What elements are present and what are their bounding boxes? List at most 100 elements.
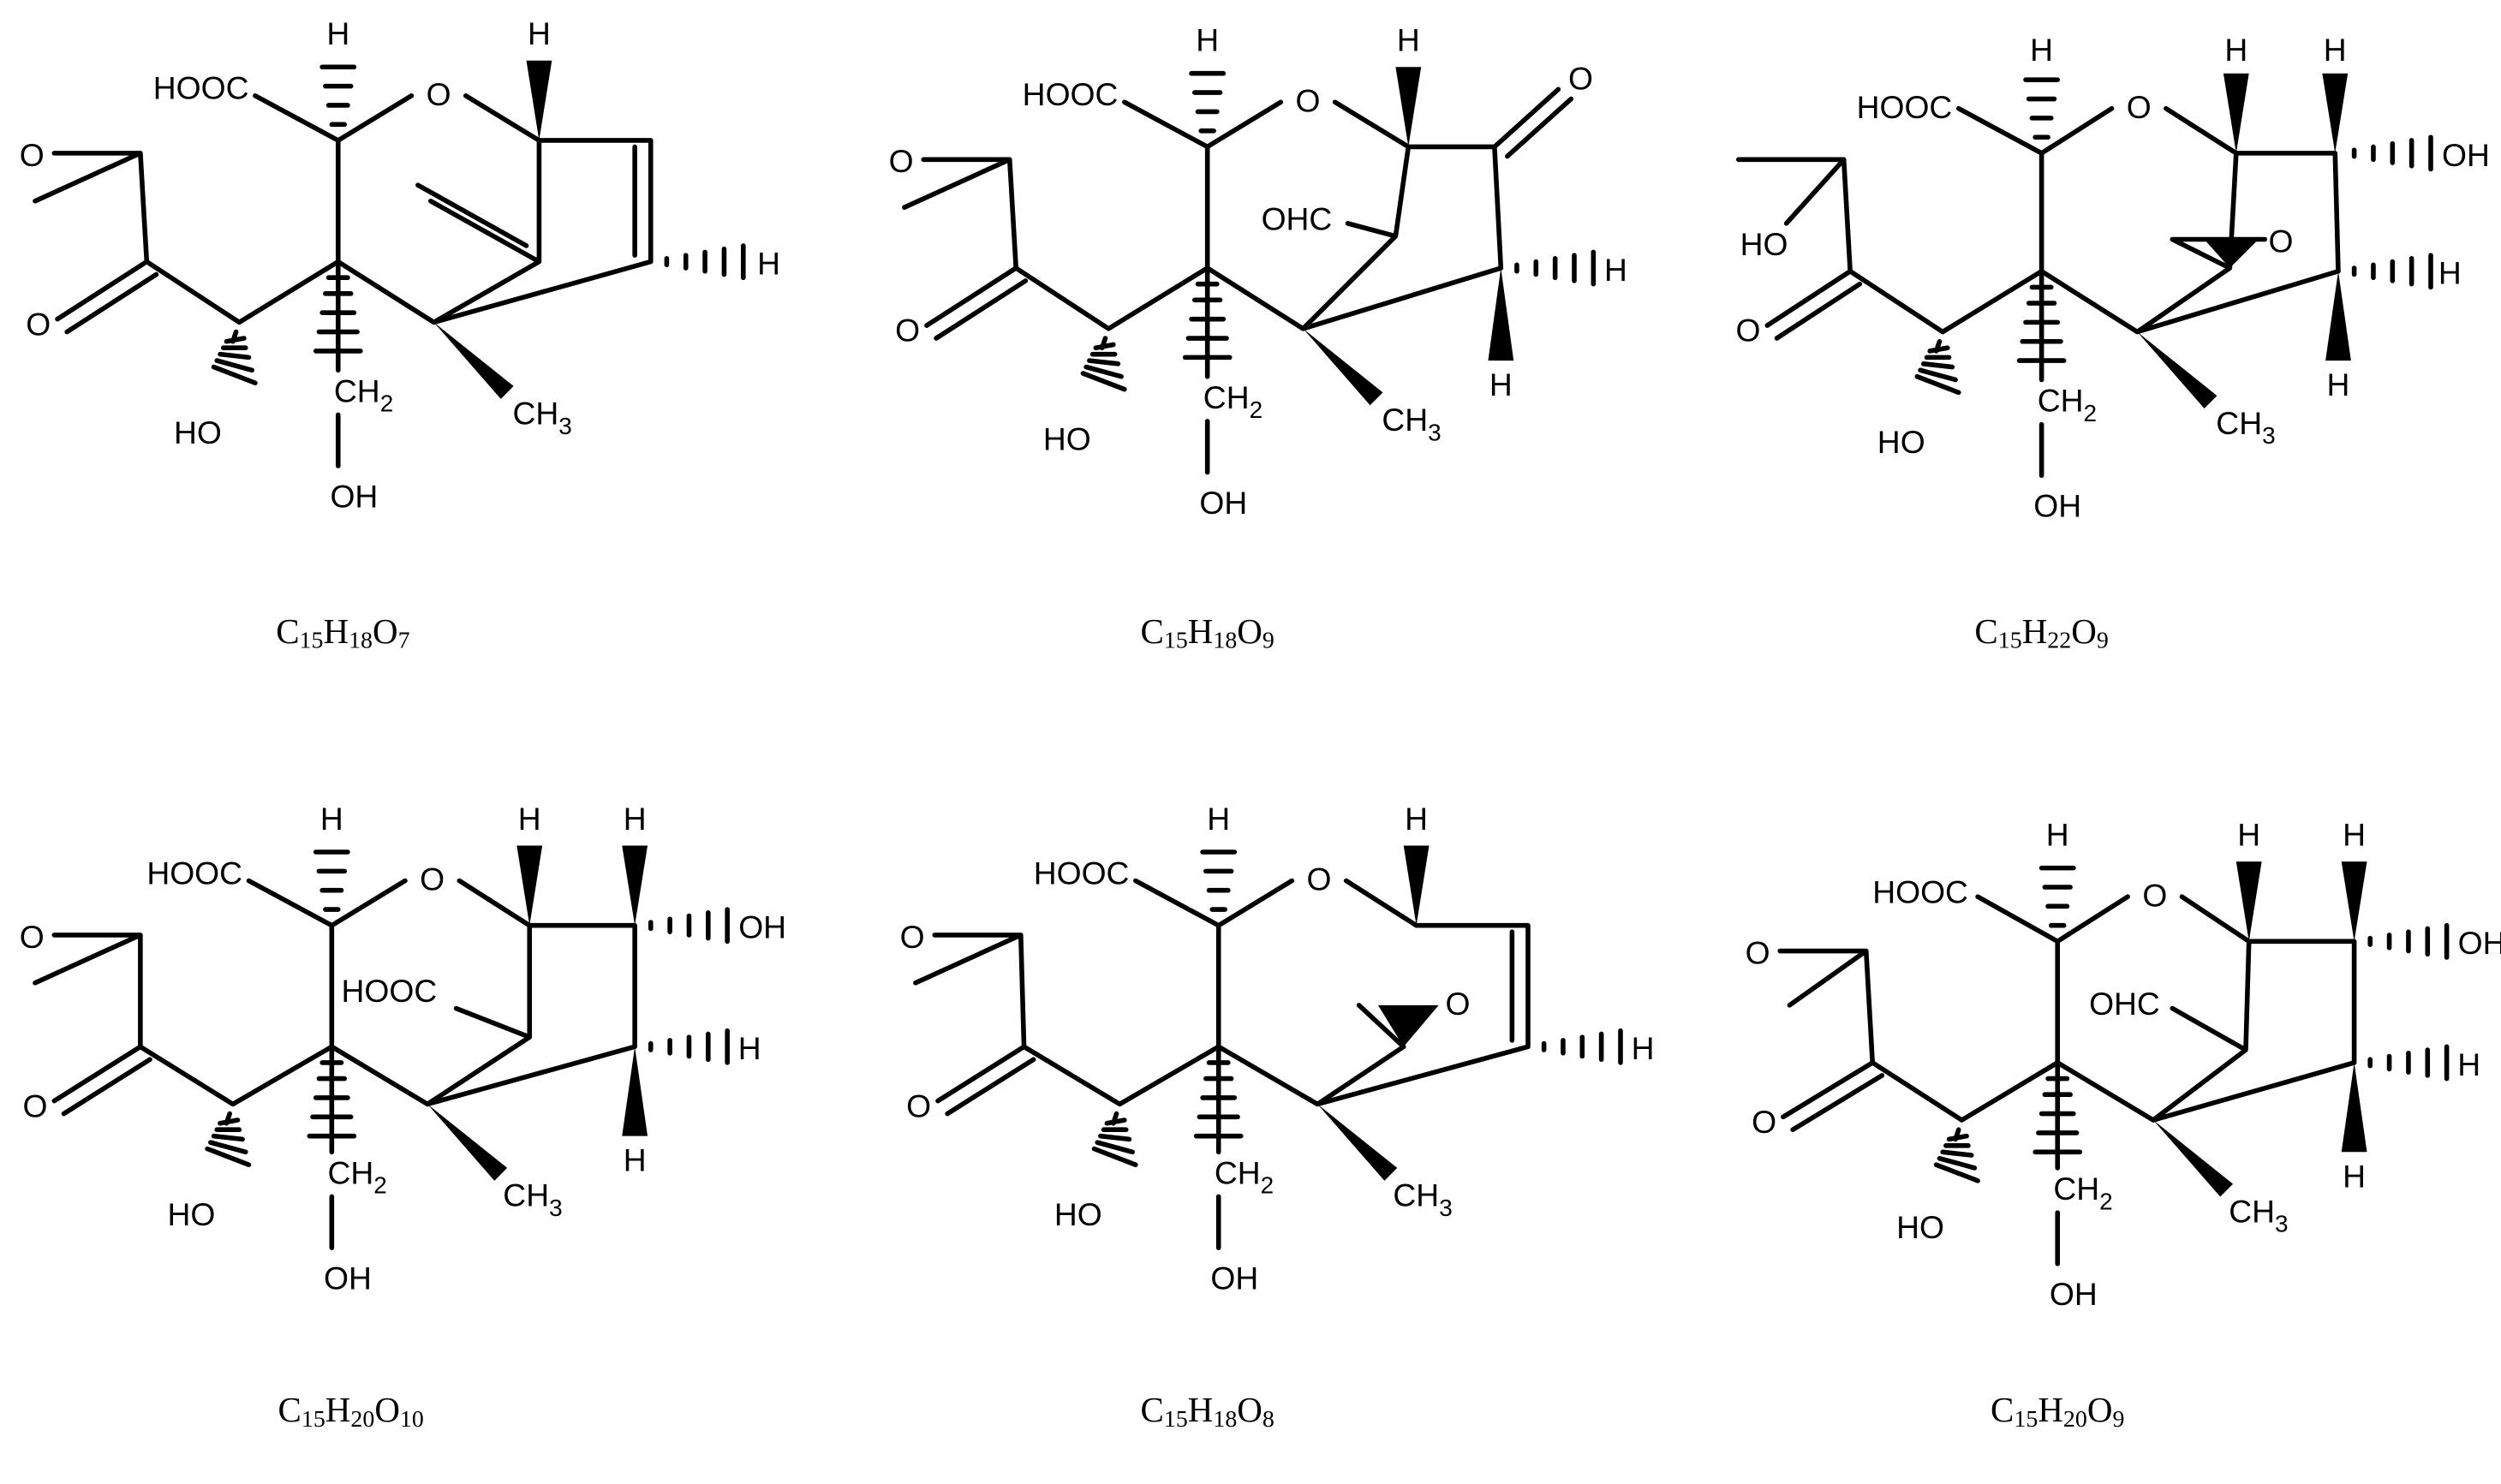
wedge-bond xyxy=(1403,845,1430,926)
hydroxyl-label: OH xyxy=(1210,1261,1258,1296)
hydrogen-label: H xyxy=(1405,801,1428,837)
oxygen-label: O xyxy=(1735,313,1760,349)
hydrogen-label: H xyxy=(2343,1158,2366,1194)
hydrogen-label: H xyxy=(2046,817,2069,853)
epoxide-oxygen-label: O xyxy=(2268,223,2293,259)
atom-labels: HOOC O H H H OH H H O O HOOC HO CH2 OH C… xyxy=(20,801,786,1296)
hydroxyl-label: OH xyxy=(2050,1276,2098,1312)
hydroxyl-label: OH xyxy=(738,909,786,945)
oxygen-label: O xyxy=(895,313,920,349)
bonds xyxy=(1736,77,2433,396)
hydroxyl-label: OH xyxy=(2458,925,2501,961)
methyl-label: CH3 xyxy=(512,396,571,439)
ring-oxygen-label: O xyxy=(1307,861,1332,897)
ring-oxygen-label: O xyxy=(2142,877,2167,913)
hydroxyl-label: OH xyxy=(324,1261,372,1296)
epoxide-oxygen-label: O xyxy=(1446,986,1471,1022)
structure-4: HOOC O H H H OH H H O O HOOC HO CH2 OH C… xyxy=(20,801,786,1296)
wedge-bond xyxy=(526,60,552,140)
acid-label: HOOC xyxy=(1023,76,1119,112)
acid-label: HOOC xyxy=(1857,89,1953,125)
hydrogen-label: H xyxy=(757,245,780,281)
hydroxyl-label: HO xyxy=(1054,1196,1102,1232)
hydrogen-label: H xyxy=(1489,367,1513,402)
wedge-bond xyxy=(1488,268,1514,361)
hydrogen-label: H xyxy=(2237,817,2260,853)
formula-caption-1: C15H18O7 xyxy=(276,611,410,654)
oxygen-label: O xyxy=(1752,1104,1776,1140)
methylene-label: CH2 xyxy=(334,373,393,417)
structure-2: HOOC O H H H H O O O OHC HO CH2 OH CH3 xyxy=(889,22,1627,521)
oxygen-label: O xyxy=(20,137,45,173)
methyl-label: CH3 xyxy=(2216,405,2275,449)
atom-labels: HOOC O H H H OH H H HO O O HO CH2 OH CH3 xyxy=(1735,32,2489,524)
hydrogen-label: H xyxy=(2324,32,2347,68)
hydrogen-label: H xyxy=(2224,32,2247,68)
methylene-label: CH2 xyxy=(1203,379,1262,423)
methyl-label: CH3 xyxy=(2229,1193,2288,1237)
atom-labels: HOOC O H H H O O HO CH2 OH CH3 xyxy=(20,15,780,514)
wedge-bond xyxy=(2235,861,2262,942)
oxygen-label: O xyxy=(22,1088,47,1123)
hydrogen-label: H xyxy=(1632,1030,1655,1066)
hydroxyl-label: HO xyxy=(1896,1209,1944,1245)
atom-labels: HOOC O H H H H O O O OHC HO CH2 OH CH3 xyxy=(889,22,1627,521)
methyl-label: CH3 xyxy=(1393,1177,1452,1221)
hydrogen-label: H xyxy=(2030,32,2053,68)
formula-caption-5: C15H18O8 xyxy=(1140,1389,1274,1433)
atom-labels: HOOC O H H H OH H H O O OHC HO CH2 OH CH… xyxy=(1746,817,2501,1313)
structures-figure: HOOC O H H H O O HO CH2 OH CH3 HOOC O xyxy=(20,15,2501,1433)
hydroxyl-label: HO xyxy=(1740,226,1788,262)
wedge-bond xyxy=(1395,67,1422,147)
acid-label: HOOC xyxy=(153,70,249,106)
wedge-bond xyxy=(2341,861,2367,942)
wedge-bond xyxy=(433,322,514,399)
wedge-bond xyxy=(2322,73,2349,153)
wedge-bond xyxy=(2223,73,2249,153)
formula-caption-3: C15H22O9 xyxy=(1974,611,2109,654)
oxygen-label: O xyxy=(889,143,914,179)
wedge-bond xyxy=(2341,1062,2367,1153)
hydrogen-label: H xyxy=(528,15,551,51)
wedge-bond xyxy=(2204,239,2259,269)
hydrogen-label: H xyxy=(738,1030,761,1066)
formula-caption-6: C15H20O9 xyxy=(1991,1389,2125,1433)
aldehyde-label: OHC xyxy=(2089,986,2160,1022)
aldehyde-label: OHC xyxy=(1262,200,1333,236)
oxygen-label: O xyxy=(1568,60,1593,96)
bonds xyxy=(33,64,746,385)
structure-1: HOOC O H H H O O HO CH2 OH CH3 xyxy=(20,15,780,514)
acid-label: HOOC xyxy=(342,973,438,1009)
wedge-bond xyxy=(1377,1004,1439,1047)
hydrogen-label: H xyxy=(2438,255,2462,291)
hydrogen-label: H xyxy=(326,15,349,51)
formula-caption-4: C15H20O10 xyxy=(278,1389,424,1433)
acid-label: HOOC xyxy=(1872,874,1968,910)
hydrogen-label: H xyxy=(1397,22,1420,58)
bonds xyxy=(902,70,1597,392)
atom-labels: HOOC O H H H O O O HO CH2 OH CH3 xyxy=(900,801,1655,1296)
bonds xyxy=(33,849,730,1168)
acid-label: HOOC xyxy=(1034,855,1130,891)
hydroxyl-label: OH xyxy=(1199,485,1247,521)
methylene-label: CH2 xyxy=(2038,383,2097,426)
wedge-bond xyxy=(2137,331,2217,409)
structure-6: HOOC O H H H OH H H O O OHC HO CH2 OH CH… xyxy=(1746,817,2501,1313)
methyl-label: CH3 xyxy=(503,1177,562,1221)
oxygen-label: O xyxy=(20,919,45,955)
hydrogen-label: H xyxy=(624,1142,647,1178)
hydrogen-label: H xyxy=(624,801,647,837)
hydroxyl-label: HO xyxy=(1877,424,1925,460)
hydrogen-label: H xyxy=(1604,252,1627,288)
ring-oxygen-label: O xyxy=(2127,89,2152,125)
methylene-label: CH2 xyxy=(1215,1155,1274,1199)
wedge-bond xyxy=(622,845,648,926)
structure-5: HOOC O H H H O O O HO CH2 OH CH3 xyxy=(900,801,1655,1296)
oxygen-label: O xyxy=(1746,934,1770,970)
oxygen-label: O xyxy=(900,919,925,955)
bonds xyxy=(913,849,1623,1168)
hydrogen-label: H xyxy=(1196,22,1219,58)
hydroxyl-label: OH xyxy=(330,479,378,515)
oxygen-label: O xyxy=(26,306,51,342)
hydrogen-label: H xyxy=(2457,1046,2480,1082)
